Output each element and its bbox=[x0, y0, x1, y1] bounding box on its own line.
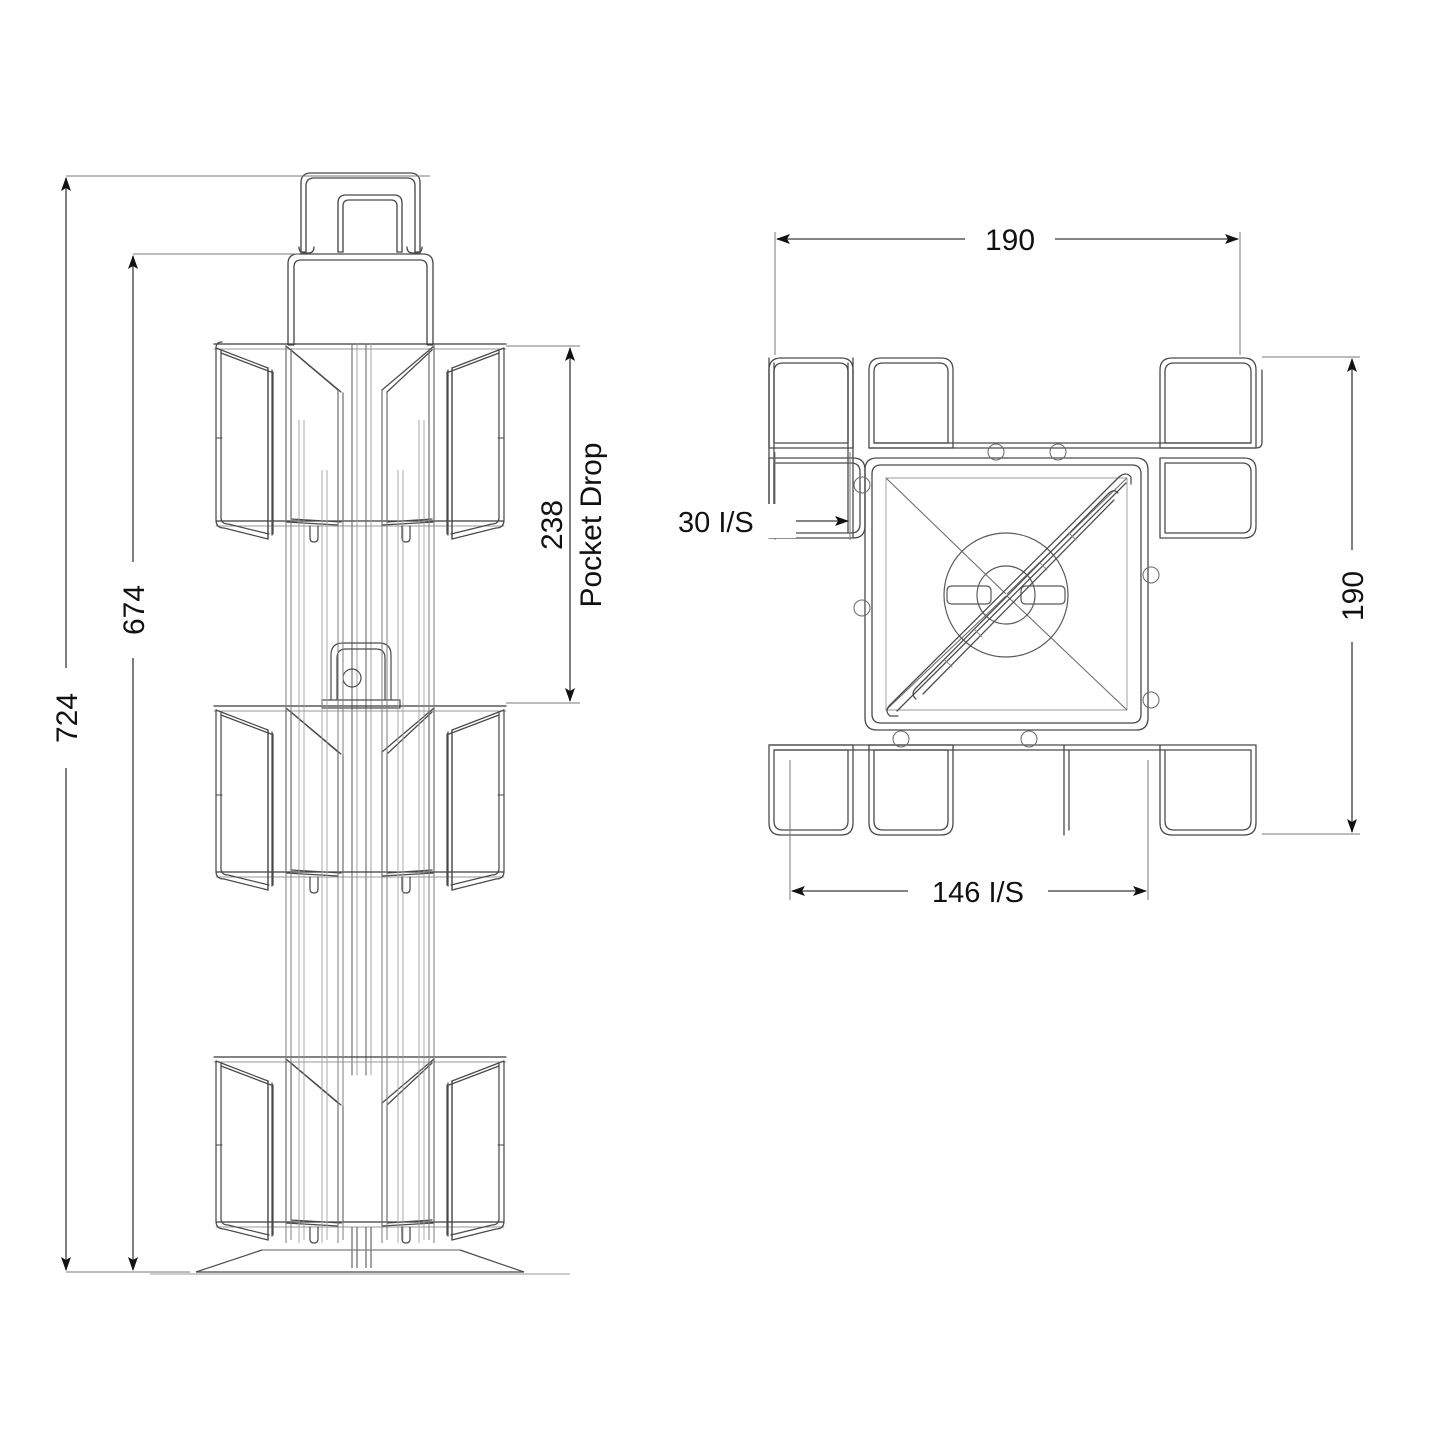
dim-text-190-depth: 190 bbox=[1337, 571, 1370, 621]
note-text-pocket-drop: Pocket Drop bbox=[575, 442, 608, 607]
column-shroud bbox=[287, 253, 434, 346]
hub-slot-right bbox=[1020, 585, 1066, 605]
weld-node bbox=[1142, 566, 1160, 584]
hub-outer-circle bbox=[943, 532, 1069, 658]
dim-text-30is: 30 I/S bbox=[678, 507, 754, 539]
dim-label-146is: 146 I/S bbox=[908, 874, 1048, 909]
center-post bbox=[351, 1227, 372, 1268]
plan-dimensions: 190 190 30 I/S bbox=[674, 222, 1370, 909]
weld-node bbox=[892, 730, 910, 748]
hub-inner-circle bbox=[976, 565, 1036, 625]
dim-text-146is: 146 I/S bbox=[932, 877, 1024, 909]
dim-text-674: 674 bbox=[118, 585, 151, 635]
plan-pockets bbox=[768, 357, 1263, 836]
dim-label-190-depth: 190 bbox=[1335, 550, 1370, 642]
plan-central-hub bbox=[943, 532, 1069, 658]
weld-node bbox=[1142, 691, 1160, 709]
weld-node bbox=[1049, 443, 1067, 461]
dim-label-30is: 30 I/S bbox=[674, 504, 796, 539]
dim-text-238: 238 bbox=[536, 500, 569, 550]
dim-text-190-width: 190 bbox=[985, 224, 1035, 257]
dim-label-674: 674 bbox=[116, 562, 151, 658]
note-pocket-drop: Pocket Drop bbox=[575, 442, 608, 607]
plan-weld-nodes bbox=[853, 443, 1160, 748]
weld-node bbox=[1020, 730, 1038, 748]
dim-text-724: 724 bbox=[51, 693, 84, 743]
hub-slot-left bbox=[946, 585, 992, 605]
weld-node bbox=[853, 599, 871, 617]
dim-label-238: 238 bbox=[534, 491, 569, 559]
plan-view-group: 190 190 30 I/S bbox=[674, 222, 1370, 909]
weld-node bbox=[853, 476, 871, 494]
base-plate bbox=[150, 1249, 570, 1275]
elevation-dimensions: 724 674 238 Pocket Drop bbox=[49, 175, 608, 1273]
elevation-view-group: 724 674 238 Pocket Drop bbox=[49, 172, 608, 1275]
plan-handle-projection bbox=[886, 473, 1132, 717]
vertical-wires bbox=[285, 344, 435, 1243]
weld-node bbox=[987, 443, 1005, 461]
dim-label-190-width: 190 bbox=[965, 222, 1055, 257]
dim-label-724: 724 bbox=[49, 668, 84, 768]
top-handle bbox=[298, 172, 423, 255]
